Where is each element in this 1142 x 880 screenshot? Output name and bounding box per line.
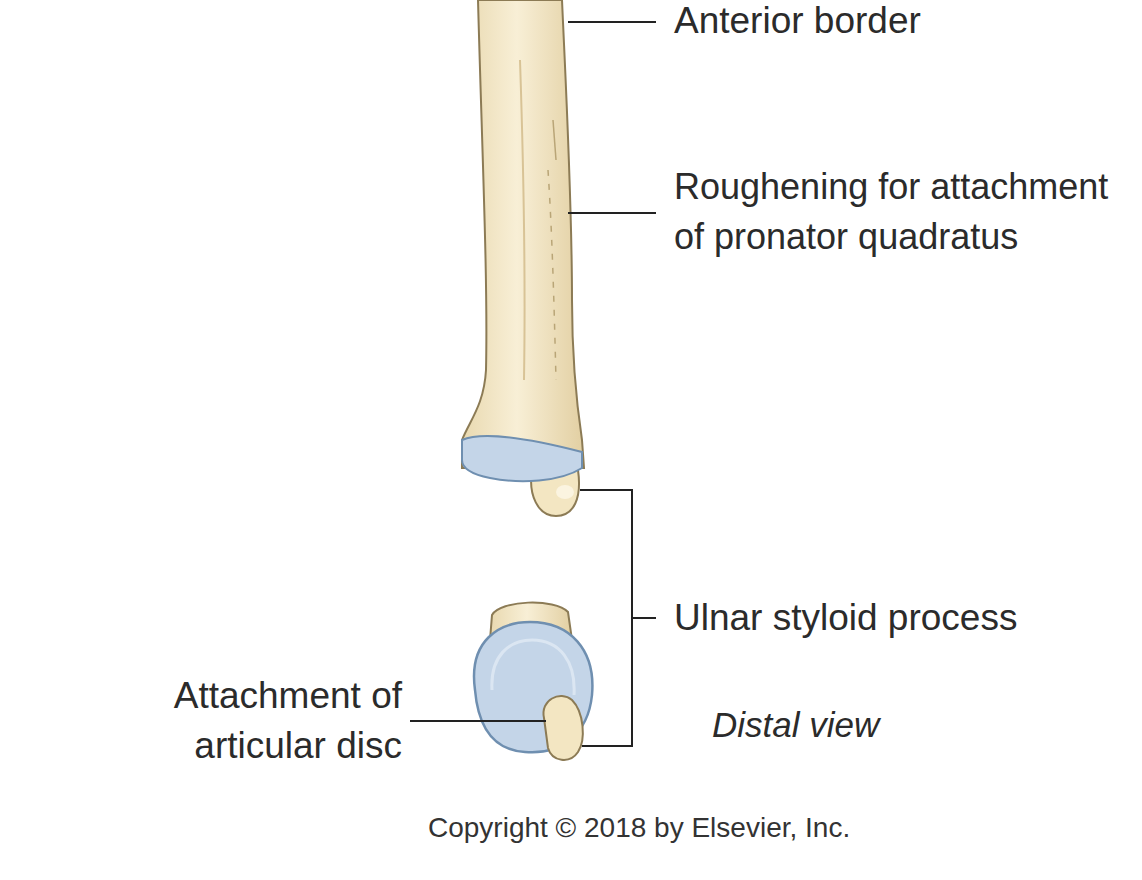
roughening xyxy=(553,120,556,160)
bracket xyxy=(580,490,632,746)
articular-surface xyxy=(462,436,582,481)
distal-highlight xyxy=(492,640,574,695)
part-label: Ulnar styloid process xyxy=(674,593,1134,643)
leader-line xyxy=(568,212,656,214)
roughening xyxy=(548,170,556,380)
ulna-shaft xyxy=(462,0,584,468)
leader-line xyxy=(632,617,656,619)
part-label: Roughening for attachment of pronator qu… xyxy=(674,162,1136,262)
leader-line xyxy=(410,720,546,722)
view-label: Distal view xyxy=(712,700,1012,750)
part-label: Attachment of articular disc xyxy=(80,671,402,771)
styloid-highlight xyxy=(556,485,574,499)
copyright-note: Copyright © 2018 by Elsevier, Inc. xyxy=(428,810,988,846)
part-label: Anterior border xyxy=(674,0,1114,46)
distal-styloid xyxy=(543,696,582,760)
leader-line xyxy=(568,21,656,23)
shaft-shading xyxy=(520,60,525,380)
